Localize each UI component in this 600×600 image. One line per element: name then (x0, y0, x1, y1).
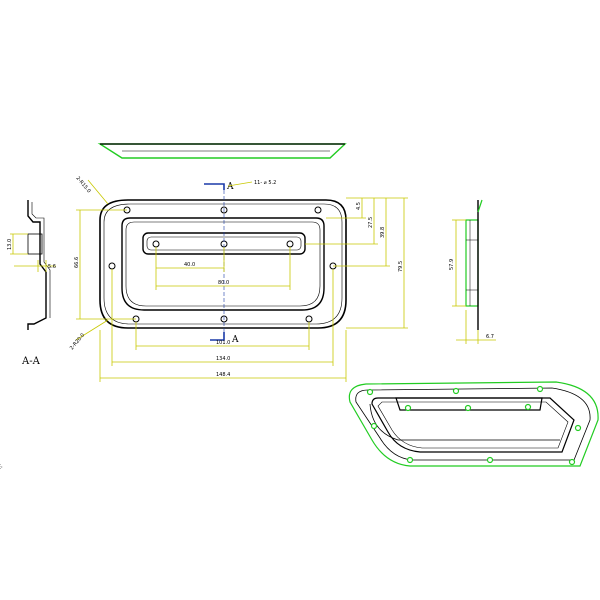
dimension-labels: 79.5 4.5 27.5 39.8 66.6 148.4 134.0 101.… (69, 175, 404, 378)
dim-side-thickness: 6.7 (486, 334, 494, 340)
note-label: 注: (0, 463, 3, 470)
section-view: 13.0 5.6 (7, 200, 56, 330)
dim-27: 27.5 (368, 217, 374, 228)
dim-side-height: 57.9 (449, 259, 455, 270)
dim-top-offset: 4.5 (356, 202, 362, 210)
radius-bottom-left: 2-R20.0 (69, 332, 86, 351)
dim-height-inner: 66.6 (74, 257, 80, 268)
dim-width-101: 101.0 (216, 340, 230, 346)
dim-slot-80: 80.0 (218, 280, 229, 286)
radius-top-left: 2-R15.0 (74, 175, 91, 194)
dim-slot-40: 40.0 (184, 262, 195, 268)
dim-section-depth: 13.0 (7, 239, 13, 250)
front-view (99, 183, 347, 341)
dim-height-total: 79.5 (398, 261, 404, 272)
section-label: A-A (21, 356, 41, 367)
dimension-lines (75, 179, 408, 382)
section-mark-top: A (226, 182, 234, 192)
side-view: 57.9 6.7 (449, 199, 496, 344)
holes-note: 11- ⌀ 5.2 (254, 180, 276, 186)
isometric-view (348, 381, 599, 467)
dim-39: 39.8 (380, 227, 386, 238)
dim-section-5: 5.6 (48, 264, 56, 270)
top-edge-view (97, 143, 347, 159)
section-mark-bottom: A (231, 335, 239, 345)
dim-width-total: 148.4 (216, 372, 230, 378)
dim-width-134: 134.0 (216, 356, 230, 362)
